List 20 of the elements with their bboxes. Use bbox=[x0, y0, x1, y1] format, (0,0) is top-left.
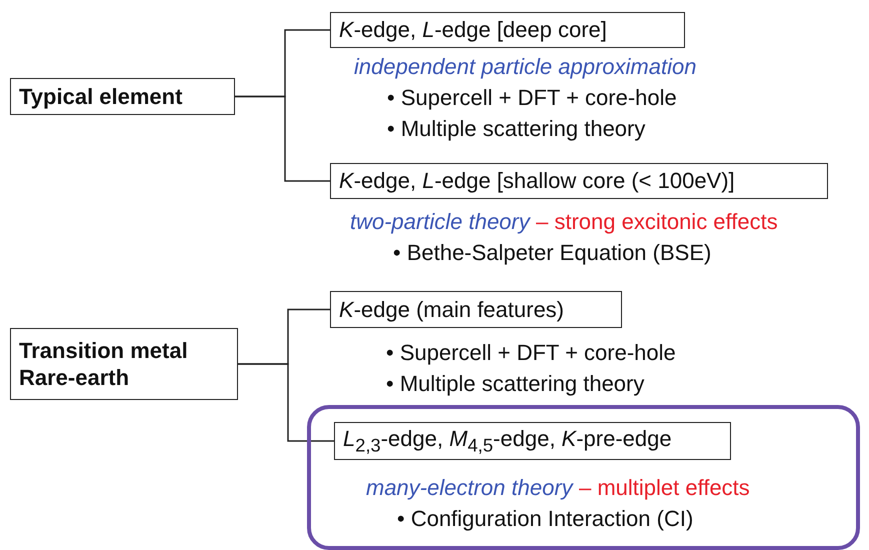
method-item: • Multiple scattering theory bbox=[387, 116, 646, 142]
theory-label: two-particle theory bbox=[350, 209, 530, 235]
theory-label: many-electron theory bbox=[366, 475, 573, 501]
label-box: K-edge, L-edge [shallow core (< 100eV)] bbox=[330, 163, 828, 199]
method-item: • Supercell + DFT + core-hole bbox=[386, 340, 676, 366]
method-item: • Multiple scattering theory bbox=[386, 371, 644, 397]
label-box: Transition metal Rare-earth bbox=[10, 328, 238, 400]
theory-label: independent particle approximation bbox=[354, 54, 696, 80]
label-box: K-edge, L-edge [deep core] bbox=[330, 12, 685, 48]
label-box: L$_{2,3}$-edge, M$_{4,5}$-edge, K-pre-edge bbox=[334, 422, 731, 460]
highlight-frame bbox=[307, 405, 860, 550]
method-item: • Supercell + DFT + core-hole bbox=[387, 85, 677, 111]
bracket-connector bbox=[238, 363, 334, 442]
method-item: • Configuration Interaction (CI) bbox=[397, 506, 694, 532]
effect-label: – multiplet effects bbox=[579, 475, 750, 501]
label-box: Typical element bbox=[10, 78, 235, 115]
method-item: • Bethe-Salpeter Equation (BSE) bbox=[393, 240, 712, 266]
effect-label: – strong excitonic effects bbox=[536, 209, 778, 235]
bracket-connector bbox=[235, 96, 330, 182]
label-box: K-edge (main features) bbox=[330, 291, 622, 328]
